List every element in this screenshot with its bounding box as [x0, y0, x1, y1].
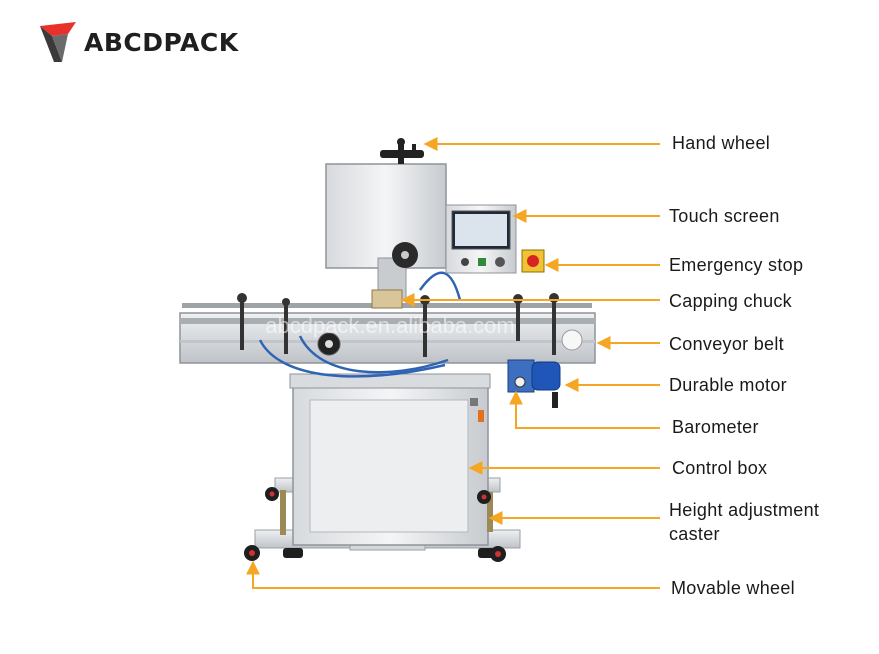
air-tubes — [258, 271, 462, 378]
brand-mark-icon — [40, 22, 76, 62]
top-cover — [325, 163, 447, 309]
arrow-movable-wheel — [246, 560, 660, 589]
label-control-box: Control box — [672, 458, 768, 478]
label-emergency-stop: Emergency stop — [669, 255, 804, 275]
touch-screen-console — [445, 204, 517, 274]
label-hand-wheel: Hand wheel — [672, 133, 771, 153]
brand-name: ABCDPACK — [84, 27, 239, 57]
label-movable-wheel: Movable wheel — [671, 578, 795, 598]
hand-wheel — [380, 138, 424, 164]
conveyor — [179, 312, 596, 364]
label-conveyor-belt: Conveyor belt — [669, 334, 784, 354]
label-height-adjustment-line1: Height adjustment — [669, 500, 820, 520]
label-touch-screen: Touch screen — [669, 206, 780, 226]
control-box — [292, 384, 489, 546]
label-barometer: Barometer — [672, 417, 759, 437]
label-durable-motor: Durable motor — [669, 375, 787, 395]
emergency-stop — [521, 249, 545, 273]
label-height-adjustment-line2: caster — [669, 524, 720, 544]
brand-logo: ABCDPACK — [38, 18, 239, 66]
label-capping-chuck: Capping chuck — [669, 291, 792, 311]
label-height-adjustment-caster: Height adjustment caster — [669, 498, 859, 546]
motor-assembly — [507, 359, 561, 408]
arrow-barometer — [509, 390, 660, 429]
table-top — [289, 373, 491, 389]
watermark-text: abcdpack.en.alibaba.com — [265, 313, 515, 338]
callout-arrows — [246, 137, 660, 589]
